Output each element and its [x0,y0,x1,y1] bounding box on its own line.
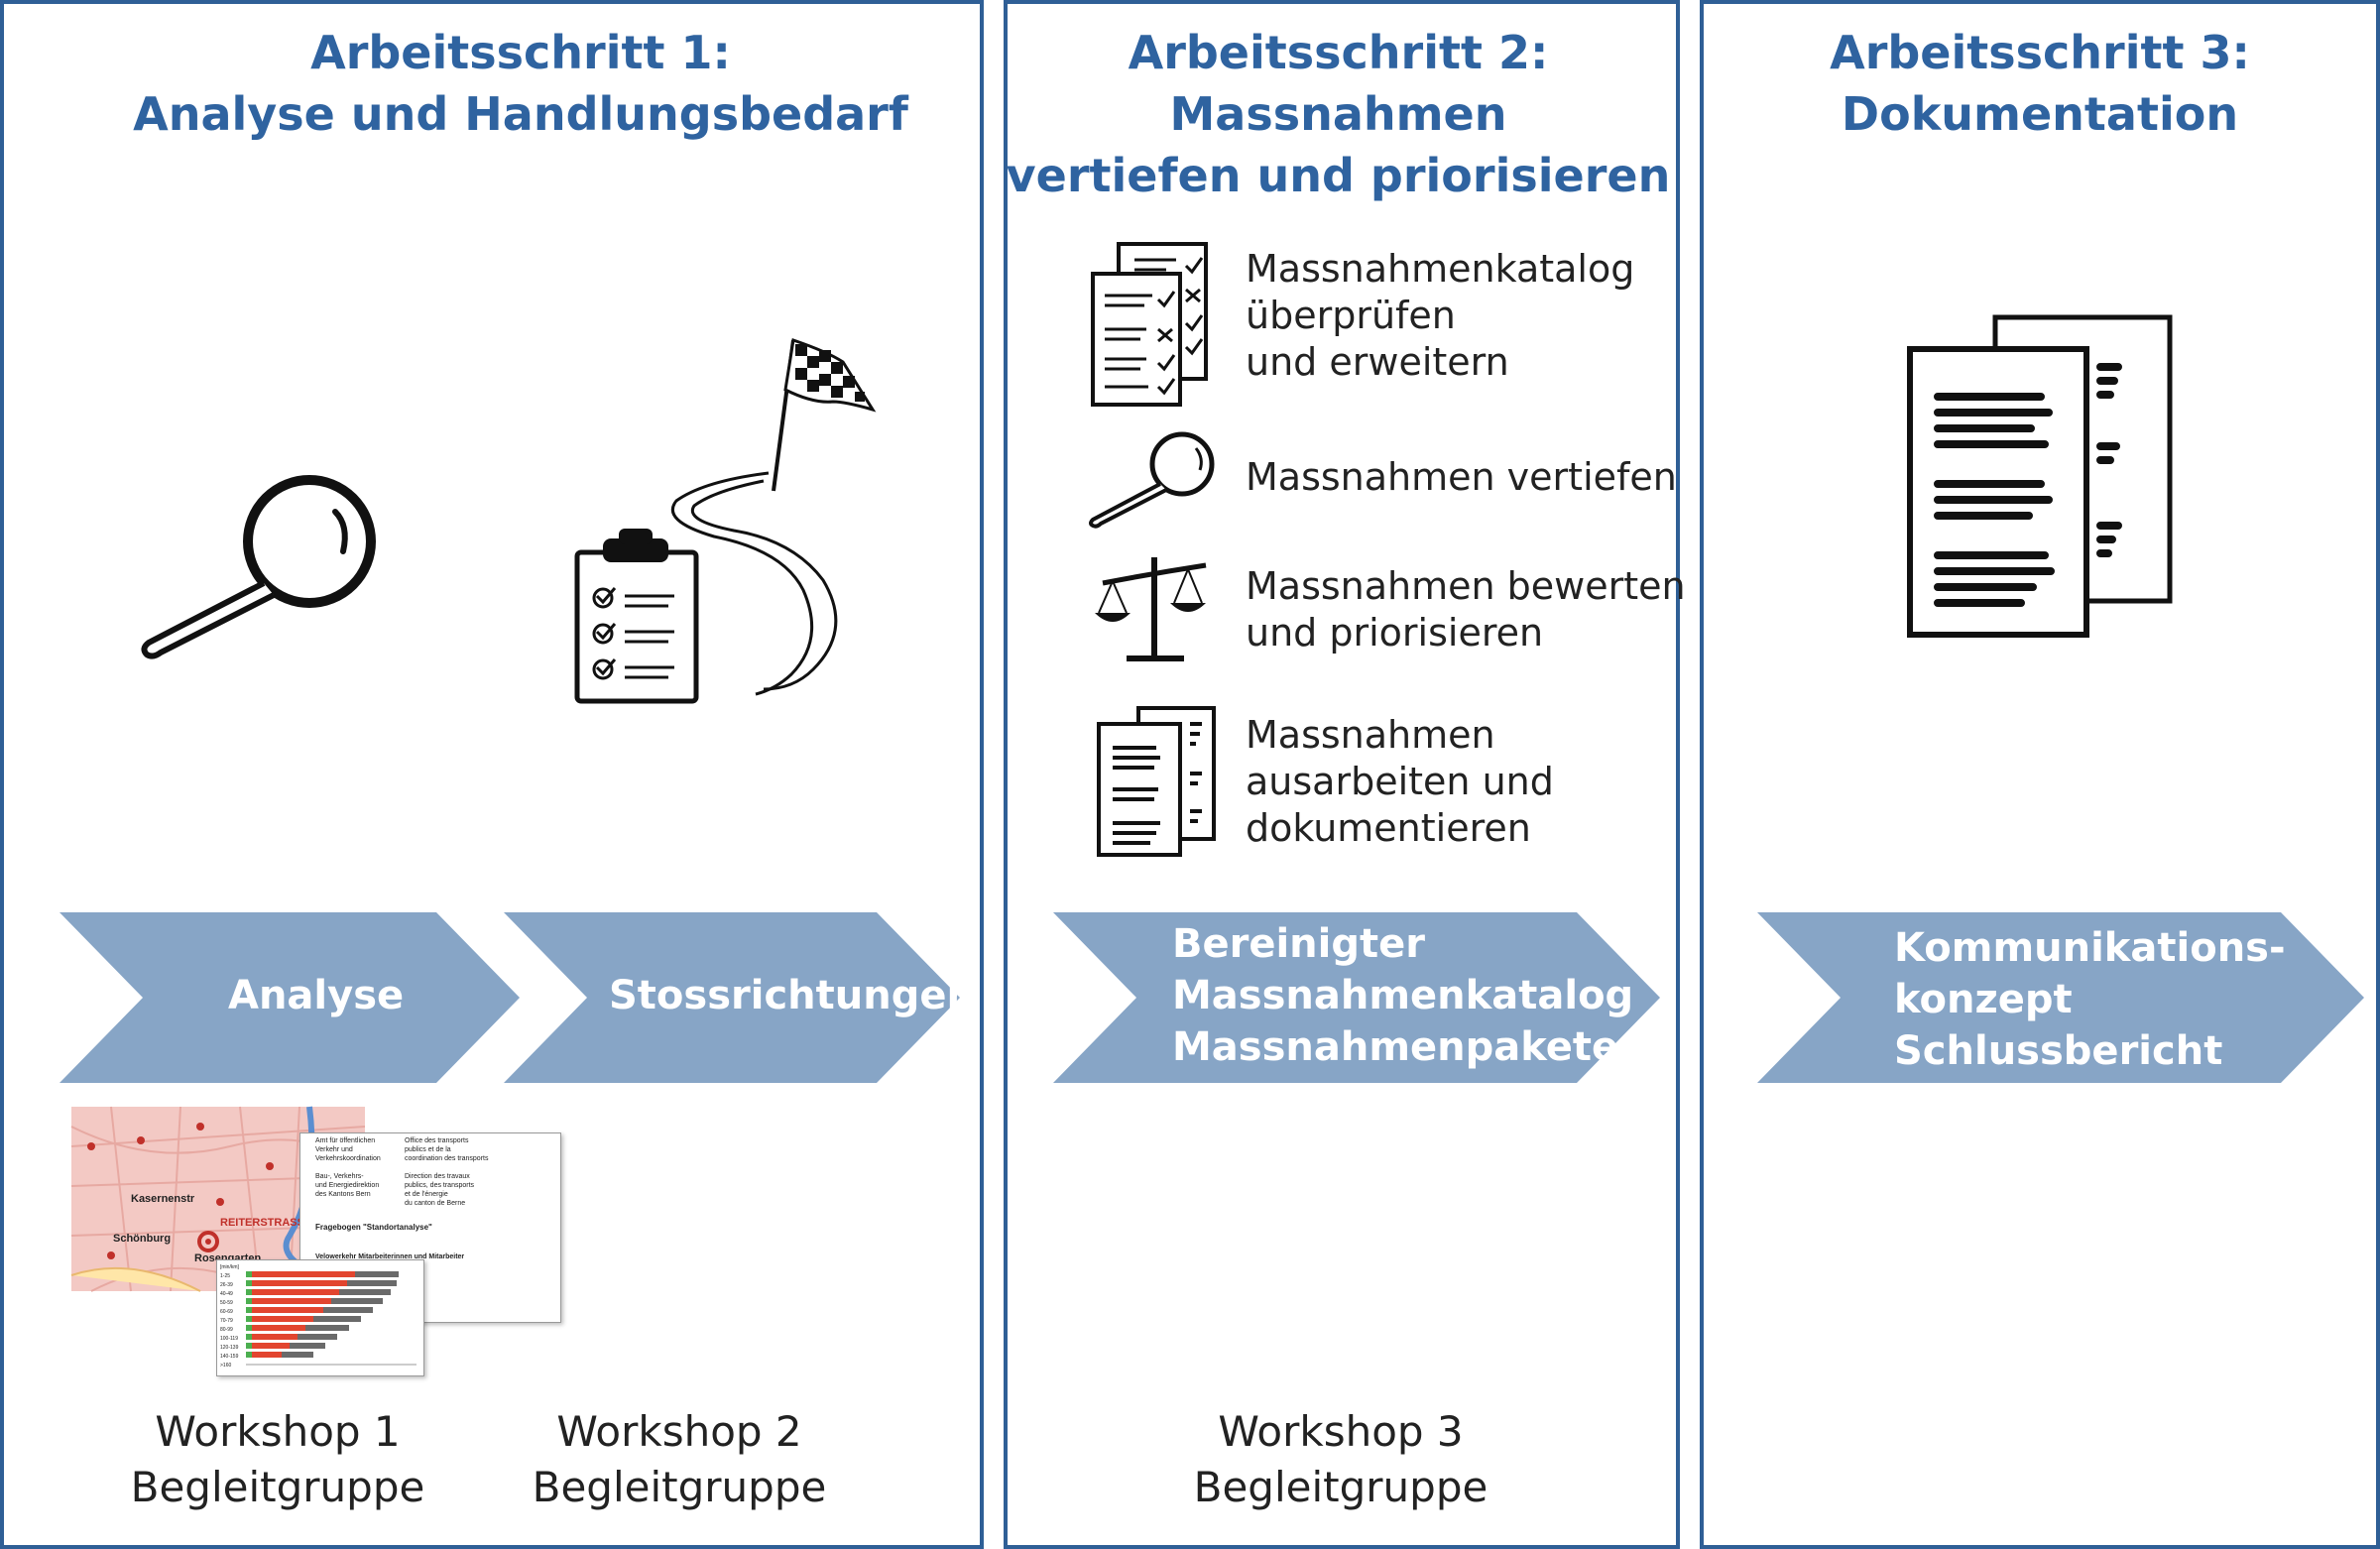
letter-subheading: Velowerkehr Mitarbeiterinnen und Mitarbe… [315,1253,465,1260]
output-schlussbericht-label: Kommunikations- konzept Schlussbericht [1894,922,2286,1077]
step-1-title-line: Analyse und Handlungsbedarf [133,87,908,141]
item-line: dokumentieren [1246,806,1531,850]
chart-row-label: >160 [220,1363,232,1369]
step-2-title-line: Massnahmen [1169,87,1507,141]
step-3-title-line: Arbeitsschritt 3: [1830,26,2250,79]
chart-row-label: 1-25 [220,1273,231,1279]
map-label: Rosengarten [194,1252,262,1264]
checklist-documents-icon [1091,242,1208,407]
letter-line: du canton de Berne [405,1200,466,1207]
chart-row-label: 80-99 [220,1327,233,1333]
chart-row-label: [min/km] [220,1264,239,1270]
output-label-line: Massnahmenkatalog [1172,973,1634,1018]
letter-line: coordination des transports [405,1155,489,1162]
letter-line: und Energiedirektion [315,1182,380,1189]
workshop-line: Begleitgruppe [130,1463,425,1511]
output-analyse-label: Analyse [228,970,404,1021]
output-label-line: konzept [1894,977,2073,1022]
step-1-title: Arbeitsschritt 1: Analyse und Handlungsb… [0,22,1041,145]
letter-line: Bau-, Verkehrs- [315,1173,364,1180]
item-ausarbeiten-text: Massnahmen ausarbeiten und dokumentieren [1246,712,1554,852]
letter-heading: Fragebogen "Standortanalyse" [315,1223,432,1232]
output-label-line: Bereinigter [1172,921,1425,967]
letter-line: Amt für öffentlichen [315,1137,376,1144]
item-bewerten-text: Massnahmen bewerten und priorisieren [1246,563,1686,656]
item-line: überprüfen [1246,294,1456,337]
chart-row-label: 50-59 [220,1300,233,1306]
item-line: Massnahmen bewerten [1246,564,1686,608]
item-line: und erweitern [1246,340,1509,384]
item-vertiefen-text: Massnahmen vertiefen [1246,454,1677,501]
workshop-line: Begleitgruppe [532,1463,827,1511]
map-label: REITERSTRASSE [220,1217,312,1229]
chart-row-label: 120-139 [220,1345,239,1351]
output-massnahmenkatalog-label: Bereinigter Massnahmenkatalog Massnahmen… [1172,918,1633,1073]
letter-line: Office des transports [405,1137,469,1144]
map-label: Schönburg [113,1233,172,1245]
map-thumbnail-labels: Kasernenstr REITERSTRASSE Schönburg Rose… [71,1107,365,1291]
item-line: ausarbeiten und [1246,760,1554,803]
letter-right-block: Office des transports publics et de la c… [405,1136,488,1208]
item-line: Massnahmen vertiefen [1246,455,1677,499]
workshop-1: Workshop 1 Begleitgruppe [99,1404,456,1515]
letter-line: publics, des transports [405,1182,475,1189]
step-3-panel [1700,0,2380,1549]
clipboard-road-flag-icon [574,338,877,704]
workshop-3: Workshop 3 Begleitgruppe [1162,1404,1519,1515]
step-3-title-line: Dokumentation [1841,87,2239,141]
letter-line: Direction des travaux [405,1173,470,1180]
letter-line: publics et de la [405,1146,451,1153]
chart-thumbnail-bars [246,1271,416,1366]
step-1-title-line: Arbeitsschritt 1: [310,26,731,79]
report-documents-icon [1907,314,2173,638]
output-analyse-chevron [60,912,520,1083]
step-2-title-line: vertiefen und priorisieren [1006,149,1671,202]
item-line: Massnahmenkatalog [1246,247,1635,291]
output-label-line: Kommunikations- [1894,925,2286,971]
magnifier-icon [141,475,376,659]
output-massnahmenkatalog-chevron [1053,912,1660,1083]
output-stossrichtungen-label: Stossrichtungen [609,970,975,1021]
step-2-title: Arbeitsschritt 2: Massnahmen vertiefen u… [1004,22,1673,206]
workshop-line: Workshop 1 [155,1407,401,1456]
output-schlussbericht-chevron [1757,912,2364,1083]
letter-line: Verkehrskoordination [315,1155,381,1162]
letter-line: Verkehr und [315,1146,353,1153]
chart-row-label: 26-39 [220,1282,233,1288]
letter-left-block: Amt für öffentlichen Verkehr und Verkehr… [315,1136,381,1199]
letter-line: des Kantons Bern [315,1191,371,1198]
chart-thumbnail-rows: [min/km] 1-25 26-39 40-49 50-59 60-69 70… [220,1263,239,1370]
chart-row-label: 40-49 [220,1291,233,1297]
workshop-line: Workshop 2 [556,1407,802,1456]
magnifier-icon [1089,431,1215,529]
letter-line [405,1163,488,1172]
output-label-line: Schlussbericht [1894,1028,2223,1074]
chart-row-label: 140-159 [220,1354,239,1360]
step-3-title: Arbeitsschritt 3: Dokumentation [1700,22,2380,145]
text-documents-icon [1097,706,1216,857]
balance-scale-icon [1095,557,1207,661]
output-label-line: Stossrichtungen [609,973,975,1018]
chart-row-label: 100-119 [220,1336,238,1342]
step-2-title-line: Arbeitsschritt 2: [1128,26,1549,79]
item-line: und priorisieren [1246,611,1544,655]
workshop-line: Workshop 3 [1218,1407,1464,1456]
letter-line: et de l'énergie [405,1191,448,1198]
workshop-line: Begleitgruppe [1193,1463,1488,1511]
output-label-line: Analyse [228,973,405,1018]
chart-row-label: 60-69 [220,1309,233,1315]
chart-row-label: 70-79 [220,1318,233,1324]
workshop-2: Workshop 2 Begleitgruppe [501,1404,858,1515]
item-line: Massnahmen [1246,713,1495,757]
map-label: Kasernenstr [131,1193,195,1205]
output-stossrichtungen-chevron [504,912,960,1083]
output-label-line: Massnahmenpakete [1172,1024,1619,1070]
letter-line [315,1163,381,1172]
item-massnahmenkatalog-text: Massnahmenkatalog überprüfen und erweite… [1246,246,1634,386]
